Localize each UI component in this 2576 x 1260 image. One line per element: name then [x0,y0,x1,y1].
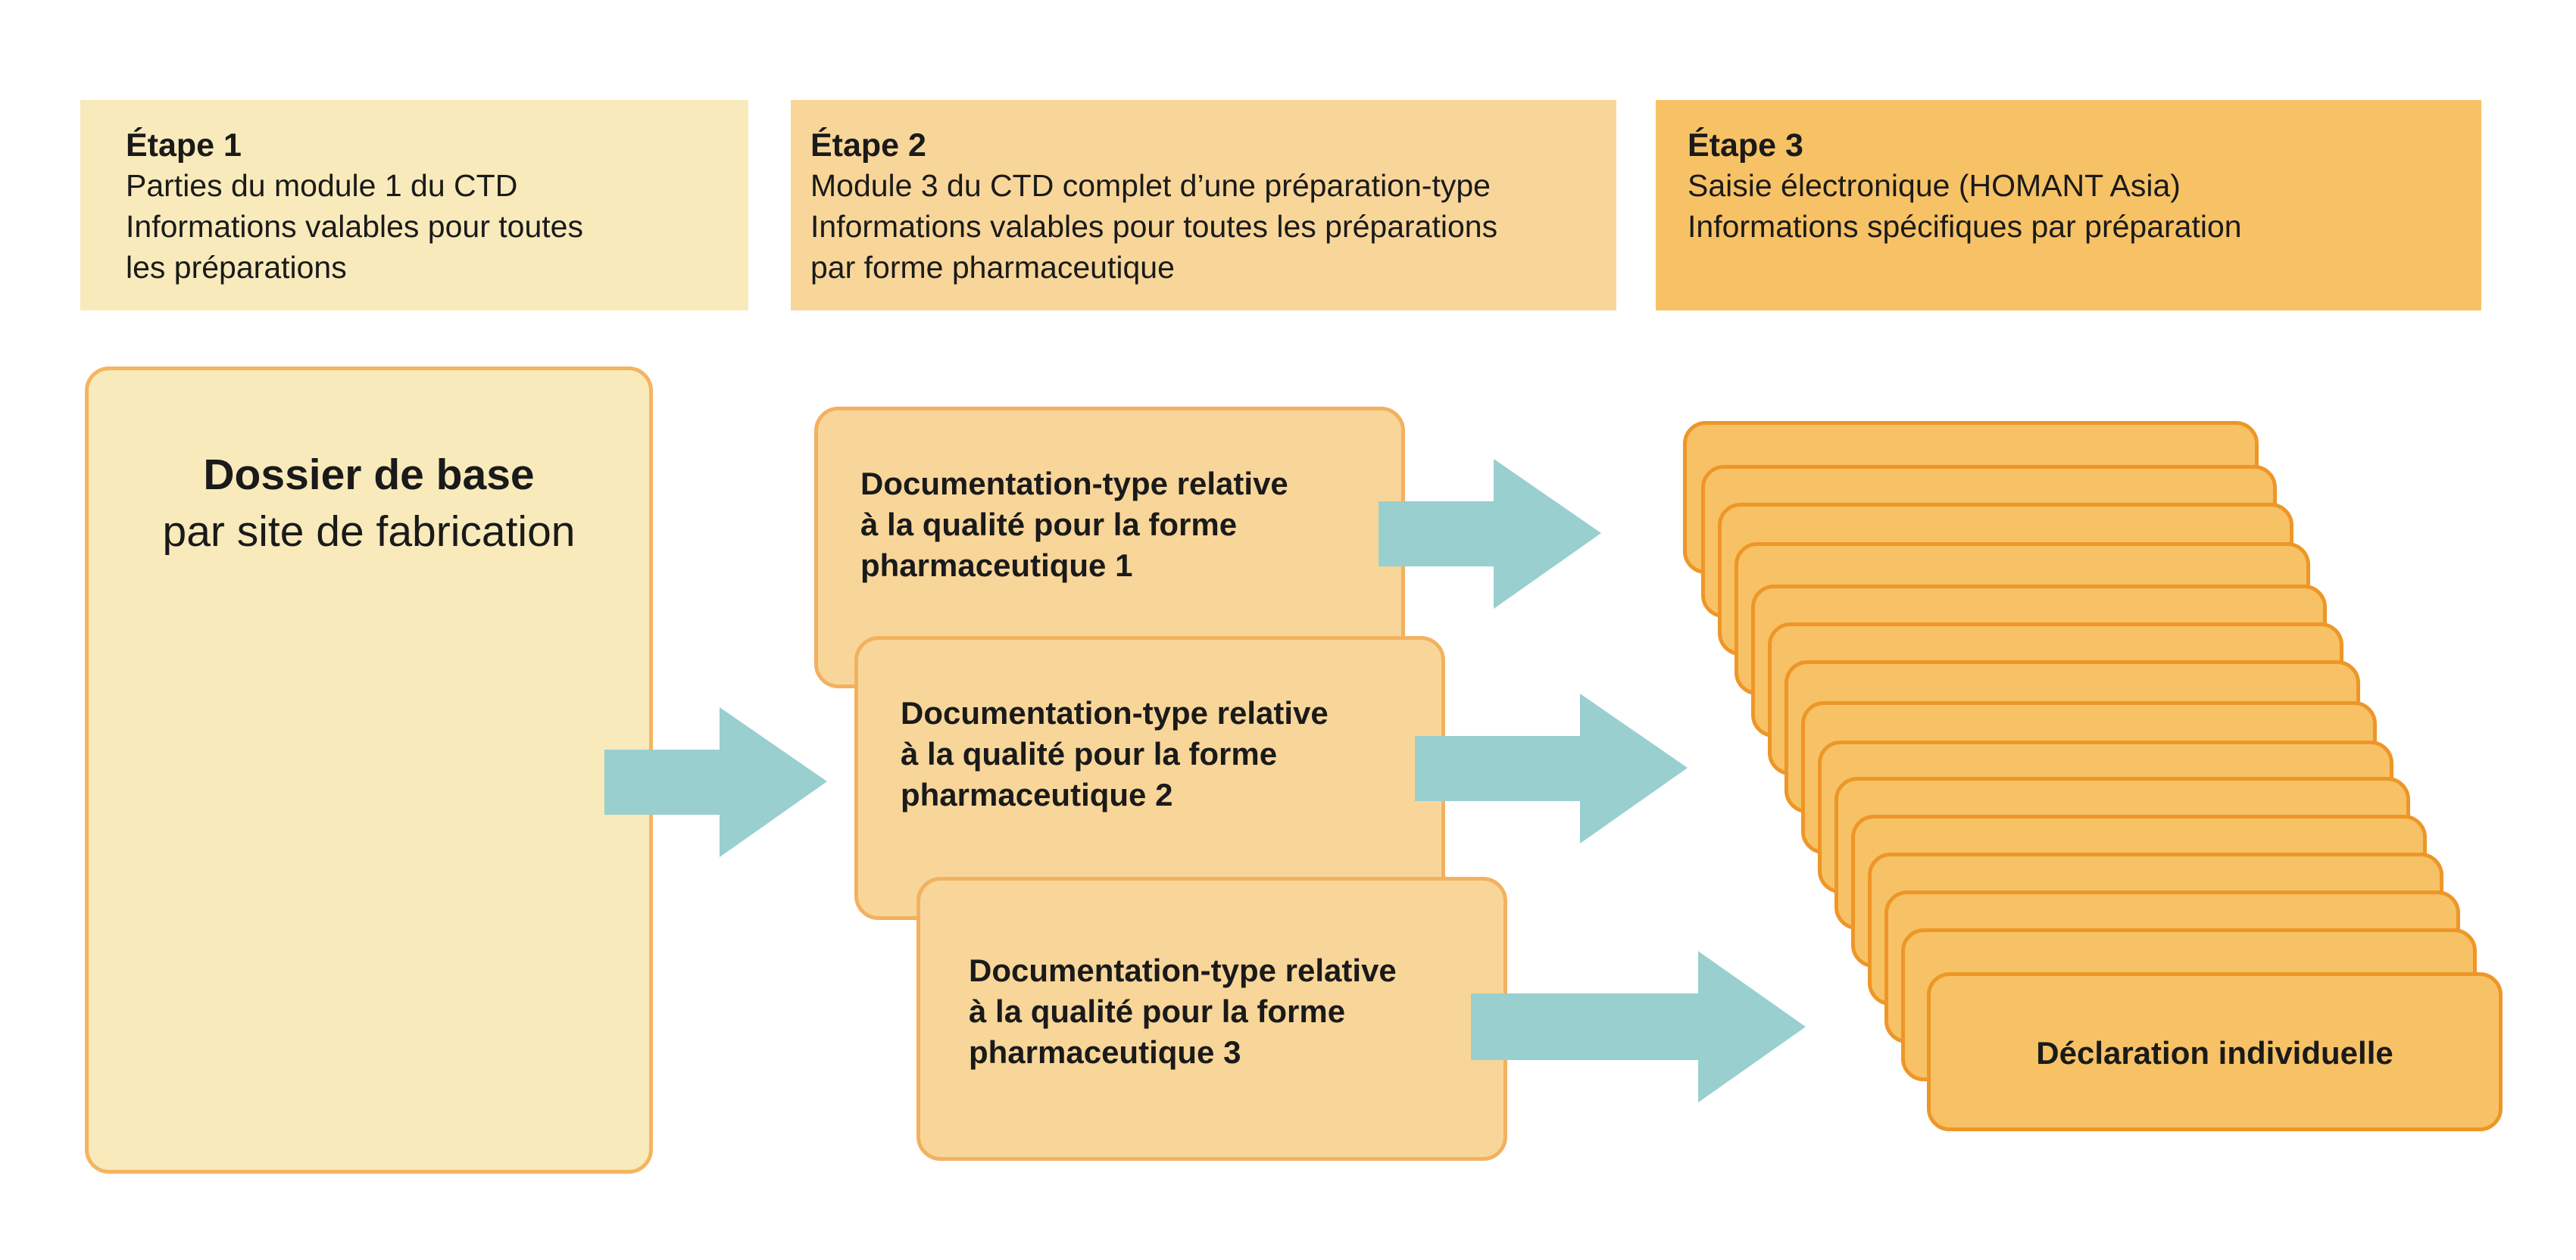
arrow-doc2-to-declarations [1415,694,1688,844]
document-line: pharmaceutique 2 [901,777,1173,812]
document-line: pharmaceutique 3 [969,1034,1241,1070]
arrow-doc1-to-declarations [1379,459,1601,609]
document-text-2: Documentation-type relative à la qualité… [901,693,1329,816]
document-box-2: Documentation-type relative à la qualité… [854,636,1445,920]
document-line: à la qualité pour la forme [860,507,1238,542]
arrow-dossier-to-docs [604,707,827,857]
stage-3-title: Étape 3 [1688,127,1803,164]
stage-1-line: les préparations [126,250,347,285]
document-line: Documentation-type relative [901,695,1329,731]
document-line: pharmaceutique 1 [860,547,1133,583]
arrow-doc3-to-declarations [1471,951,1806,1102]
stage-1-title: Étape 1 [126,127,242,164]
document-text-3: Documentation-type relative à la qualité… [969,950,1397,1073]
document-text-1: Documentation-type relative à la qualité… [860,463,1288,586]
stage-1-line: Parties du module 1 du CTD [126,168,518,203]
stage-2-title: Étape 2 [810,127,926,164]
stage-2-line: Informations valables pour toutes les pr… [810,209,1498,244]
stage-3-line: Saisie électronique (HOMANT Asia) [1688,168,2181,203]
document-line: à la qualité pour la forme [969,993,1346,1029]
stage-2-line: Module 3 du CTD complet d’une préparatio… [810,168,1491,203]
stage-3-header: Étape 3 Saisie électronique (HOMANT Asia… [1656,100,2481,310]
dossier-title: Dossier de base [203,451,535,499]
declaration-card-final: Déclaration individuelle [1927,972,2503,1131]
dossier-subtitle: par site de fabrication [162,507,576,556]
dossier-box: Dossier de base par site de fabrication [85,366,653,1174]
document-line: à la qualité pour la forme [901,736,1278,772]
stage-1-header: Étape 1 Parties du module 1 du CTD Infor… [80,100,748,310]
document-line: Documentation-type relative [969,953,1397,988]
document-line: Documentation-type relative [860,466,1288,501]
stage-1-line: Informations valables pour toutes [126,209,583,244]
stage-2-header: Étape 2 Module 3 du CTD complet d’une pr… [791,100,1616,310]
stage-3-line: Informations spécifiques par préparation [1688,209,2242,244]
stage-2-line: par forme pharmaceutique [810,250,1175,285]
document-box-3: Documentation-type relative à la qualité… [916,877,1507,1161]
declaration-label: Déclaration individuelle [2036,1035,2393,1071]
